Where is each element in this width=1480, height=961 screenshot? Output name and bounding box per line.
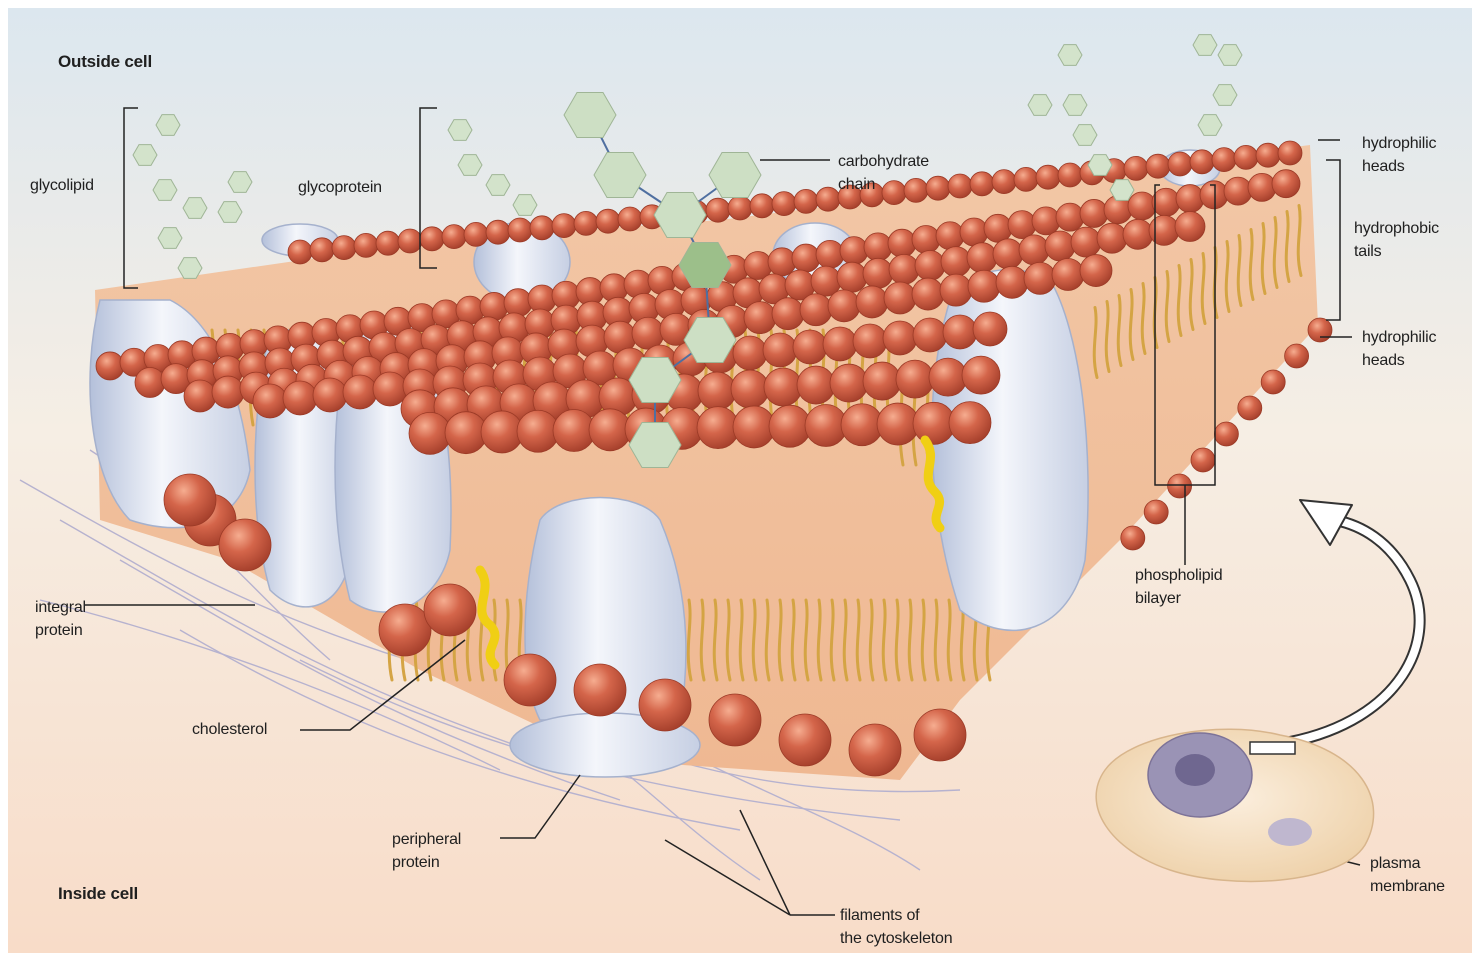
outside-cell-label: Outside cell	[58, 50, 152, 73]
cholesterol-label: cholesterol	[192, 718, 267, 741]
inside-cell-label: Inside cell	[58, 882, 138, 905]
hydrophilic-heads-bottom-label: hydrophilic heads	[1362, 326, 1436, 372]
phospholipid-bilayer-label: phospholipid bilayer	[1135, 564, 1222, 610]
peripheral-protein-label: peripheral protein	[392, 828, 461, 874]
hydrophilic-heads-top-label: hydrophilic heads	[1362, 132, 1436, 178]
integral-protein-label: integral protein	[35, 596, 86, 642]
plasma-membrane-label: plasma membrane	[1370, 852, 1445, 898]
carbohydrate-chain-label: carbohydrate chain	[838, 150, 929, 196]
filaments-label: filaments of the cytoskeleton	[840, 904, 952, 950]
hydrophobic-tails-label: hydrophobic tails	[1354, 217, 1439, 263]
glycoprotein-label: glycoprotein	[298, 176, 382, 199]
glycolipid-label: glycolipid	[30, 174, 94, 197]
